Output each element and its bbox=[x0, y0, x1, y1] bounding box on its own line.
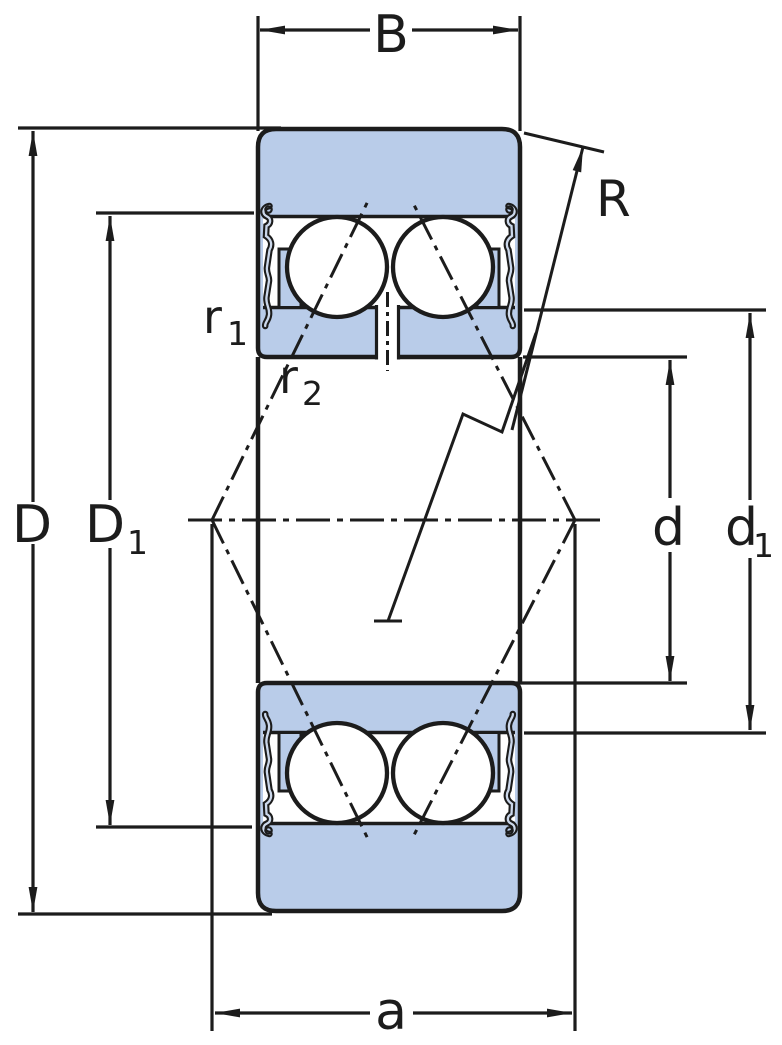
pressure-centre-leader bbox=[374, 332, 538, 623]
contact-line-upper-left bbox=[210, 200, 370, 521]
dimension-d bbox=[511, 355, 687, 685]
contact-line-lower-right bbox=[410, 519, 577, 840]
dim-label-d1-sub: 1 bbox=[753, 526, 774, 565]
dimension-d1 bbox=[524, 308, 766, 735]
dim-label-r2: r bbox=[279, 350, 298, 404]
radius-callout-R bbox=[510, 131, 605, 431]
lower-half-section bbox=[258, 683, 520, 911]
dim-label-d: d bbox=[652, 498, 685, 558]
dim-label-B: B bbox=[373, 5, 409, 65]
dim-label-r2-sub: 2 bbox=[302, 374, 323, 413]
dim-label-r1-sub: 1 bbox=[227, 314, 248, 353]
contact-line-upper-right bbox=[410, 200, 577, 521]
dimension-a bbox=[210, 524, 577, 1031]
dim-label-D1-sub: 1 bbox=[127, 523, 148, 562]
dim-label-a: a bbox=[375, 982, 407, 1042]
dimension-D1 bbox=[96, 211, 254, 829]
dim-label-r1: r bbox=[203, 290, 222, 344]
centerlines bbox=[188, 200, 602, 840]
dim-label-D: D bbox=[12, 495, 52, 555]
dim-label-D1: D bbox=[85, 495, 125, 555]
dim-label-R: R bbox=[596, 170, 631, 228]
dim-label-d1: d bbox=[725, 498, 758, 558]
contact-line-lower-left bbox=[210, 519, 370, 840]
dimension-B bbox=[256, 16, 522, 131]
dimension-D bbox=[18, 126, 281, 916]
